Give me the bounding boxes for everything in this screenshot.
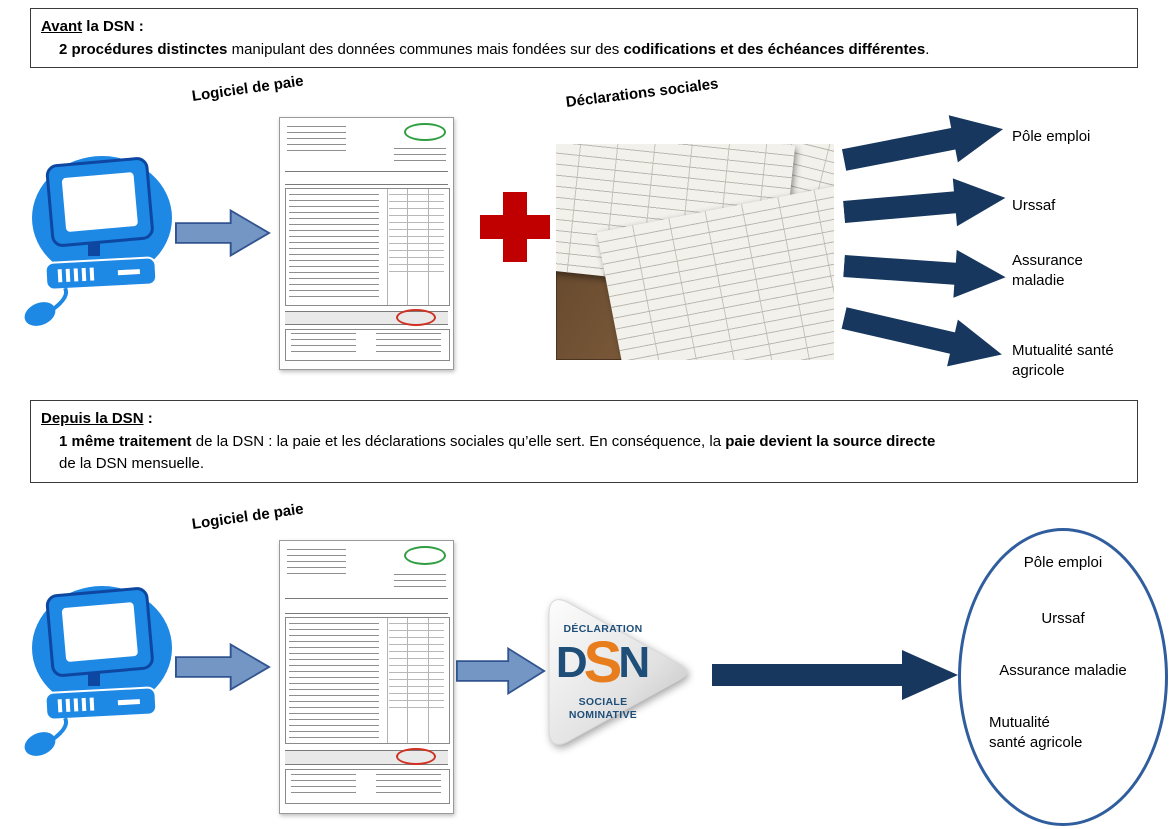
payslip-text-lines bbox=[394, 573, 447, 590]
payslip-table bbox=[285, 188, 450, 306]
arrow-right-icon bbox=[456, 644, 546, 698]
dsn-logo-triangle-icon bbox=[548, 599, 687, 745]
payslip-number-lines bbox=[388, 623, 444, 714]
before-body-bold-2: codifications et des échéances différent… bbox=[623, 40, 926, 58]
after-title-rest: : bbox=[143, 410, 153, 427]
payslip-text-lines bbox=[286, 125, 346, 154]
before-dsn-box: Avant la DSN : 2 procédures distinctes m… bbox=[30, 8, 1138, 68]
plus-icon bbox=[480, 192, 550, 262]
destination-urssaf: Urssaf bbox=[1041, 610, 1085, 627]
after-dsn-title: Depuis la DSN : bbox=[41, 408, 1127, 431]
arrow-right-icon bbox=[175, 206, 271, 260]
payroll-software-label-bottom: Logiciel de paie bbox=[190, 500, 305, 533]
dsn-caption-sociale: SOCIALE bbox=[578, 696, 628, 708]
payslip-text-lines bbox=[286, 549, 346, 580]
after-dsn-body: 1 même traitement de la DSN : la paie et… bbox=[41, 431, 1127, 454]
payslip-column-rule bbox=[387, 189, 388, 305]
plus-horizontal-bar bbox=[480, 215, 550, 239]
computer-clipart-svg bbox=[24, 586, 172, 756]
payslip-text-lines bbox=[289, 623, 379, 739]
social-declarations-label: Déclarations sociales bbox=[564, 75, 720, 111]
before-dsn-body: 2 procédures distinctes manipulant des d… bbox=[41, 39, 1127, 62]
payslip-table bbox=[285, 617, 450, 745]
before-dsn-title: Avant la DSN : bbox=[41, 16, 1127, 39]
dsn-letter-n: N bbox=[618, 638, 651, 687]
destination-mutualite-sante-agricole: Mutualité santé agricole bbox=[989, 714, 1083, 752]
payslip-text-lines bbox=[375, 332, 441, 354]
after-body-text-1: de la DSN : la paie et les déclarations … bbox=[191, 432, 726, 450]
payslip-header-band bbox=[285, 170, 448, 186]
after-dsn-box: Depuis la DSN : 1 même traitement de la … bbox=[30, 400, 1138, 483]
computer-clipart-svg bbox=[24, 156, 172, 326]
payslip-logo-icon bbox=[404, 546, 447, 566]
navy-arrow-icon bbox=[839, 103, 1010, 185]
navy-arrow-icon bbox=[838, 293, 1009, 381]
dsn-letter-d: D bbox=[555, 638, 588, 687]
destination-assurance-maladie: Assurance maladie bbox=[999, 662, 1127, 679]
destination-pole-emploi: Pôle emploi bbox=[1023, 554, 1103, 571]
after-body-line-2: de la DSN mensuelle. bbox=[59, 455, 205, 472]
before-body-text-2: . bbox=[925, 40, 930, 58]
before-body-text-1: manipulant des données communes mais fon… bbox=[227, 40, 624, 58]
navy-arrow-icon bbox=[842, 240, 1009, 303]
dsn-caption-top: DÉCLARATION bbox=[563, 623, 643, 635]
before-title-underlined: Avant bbox=[41, 18, 83, 35]
navy-arrow-icon bbox=[712, 648, 960, 702]
after-title-underlined: Depuis la DSN bbox=[41, 410, 144, 427]
paper-forms-photo bbox=[556, 144, 834, 360]
highlight-ellipse-icon bbox=[395, 309, 436, 327]
payslip-text-lines bbox=[394, 148, 447, 164]
destination-pole-emploi: Pôle emploi bbox=[1012, 128, 1091, 145]
computer-icon bbox=[8, 572, 178, 767]
destination-urssaf: Urssaf bbox=[1012, 197, 1056, 214]
payslip-footer bbox=[285, 769, 450, 805]
dsn-letter-s: S bbox=[583, 630, 623, 695]
after-body-bold-1: 1 même traitement bbox=[59, 432, 192, 450]
dsn-logo: DÉCLARATION DSN SOCIALE NOMINATIVE bbox=[543, 590, 703, 758]
payslip-header-band bbox=[285, 598, 448, 614]
payslip-footer bbox=[285, 328, 450, 361]
payslip-text-lines bbox=[291, 773, 357, 797]
dsn-letters: DSN bbox=[547, 634, 659, 692]
after-body-bold-2: paie devient la source directe bbox=[725, 432, 936, 450]
dsn-caption-nominative: NOMINATIVE bbox=[568, 709, 638, 721]
payslip-text-lines bbox=[375, 773, 441, 797]
recipients-ellipse: Pôle emploi Urssaf Assurance maladie Mut… bbox=[958, 528, 1168, 826]
highlight-ellipse-icon bbox=[395, 748, 436, 766]
payslip-text-lines bbox=[291, 332, 357, 354]
payslip-document bbox=[279, 540, 454, 814]
navy-arrow-icon bbox=[842, 172, 1010, 238]
payslip-text-lines bbox=[289, 193, 379, 301]
destination-assurance-maladie: Assurance maladie bbox=[1012, 252, 1083, 290]
payslip-logo-icon bbox=[404, 123, 447, 141]
before-body-bold-1: 2 procédures distinctes bbox=[59, 40, 228, 58]
before-title-rest: la DSN : bbox=[82, 18, 144, 35]
computer-icon bbox=[8, 142, 178, 337]
payslip-document bbox=[279, 117, 454, 370]
payslip-number-lines bbox=[388, 193, 444, 277]
destination-mutualite-sante-agricole: Mutualité santé agricole bbox=[1012, 342, 1114, 380]
payslip-column-rule bbox=[387, 618, 388, 744]
payroll-software-label-top: Logiciel de paie bbox=[190, 72, 305, 105]
arrow-right-icon bbox=[175, 640, 271, 694]
